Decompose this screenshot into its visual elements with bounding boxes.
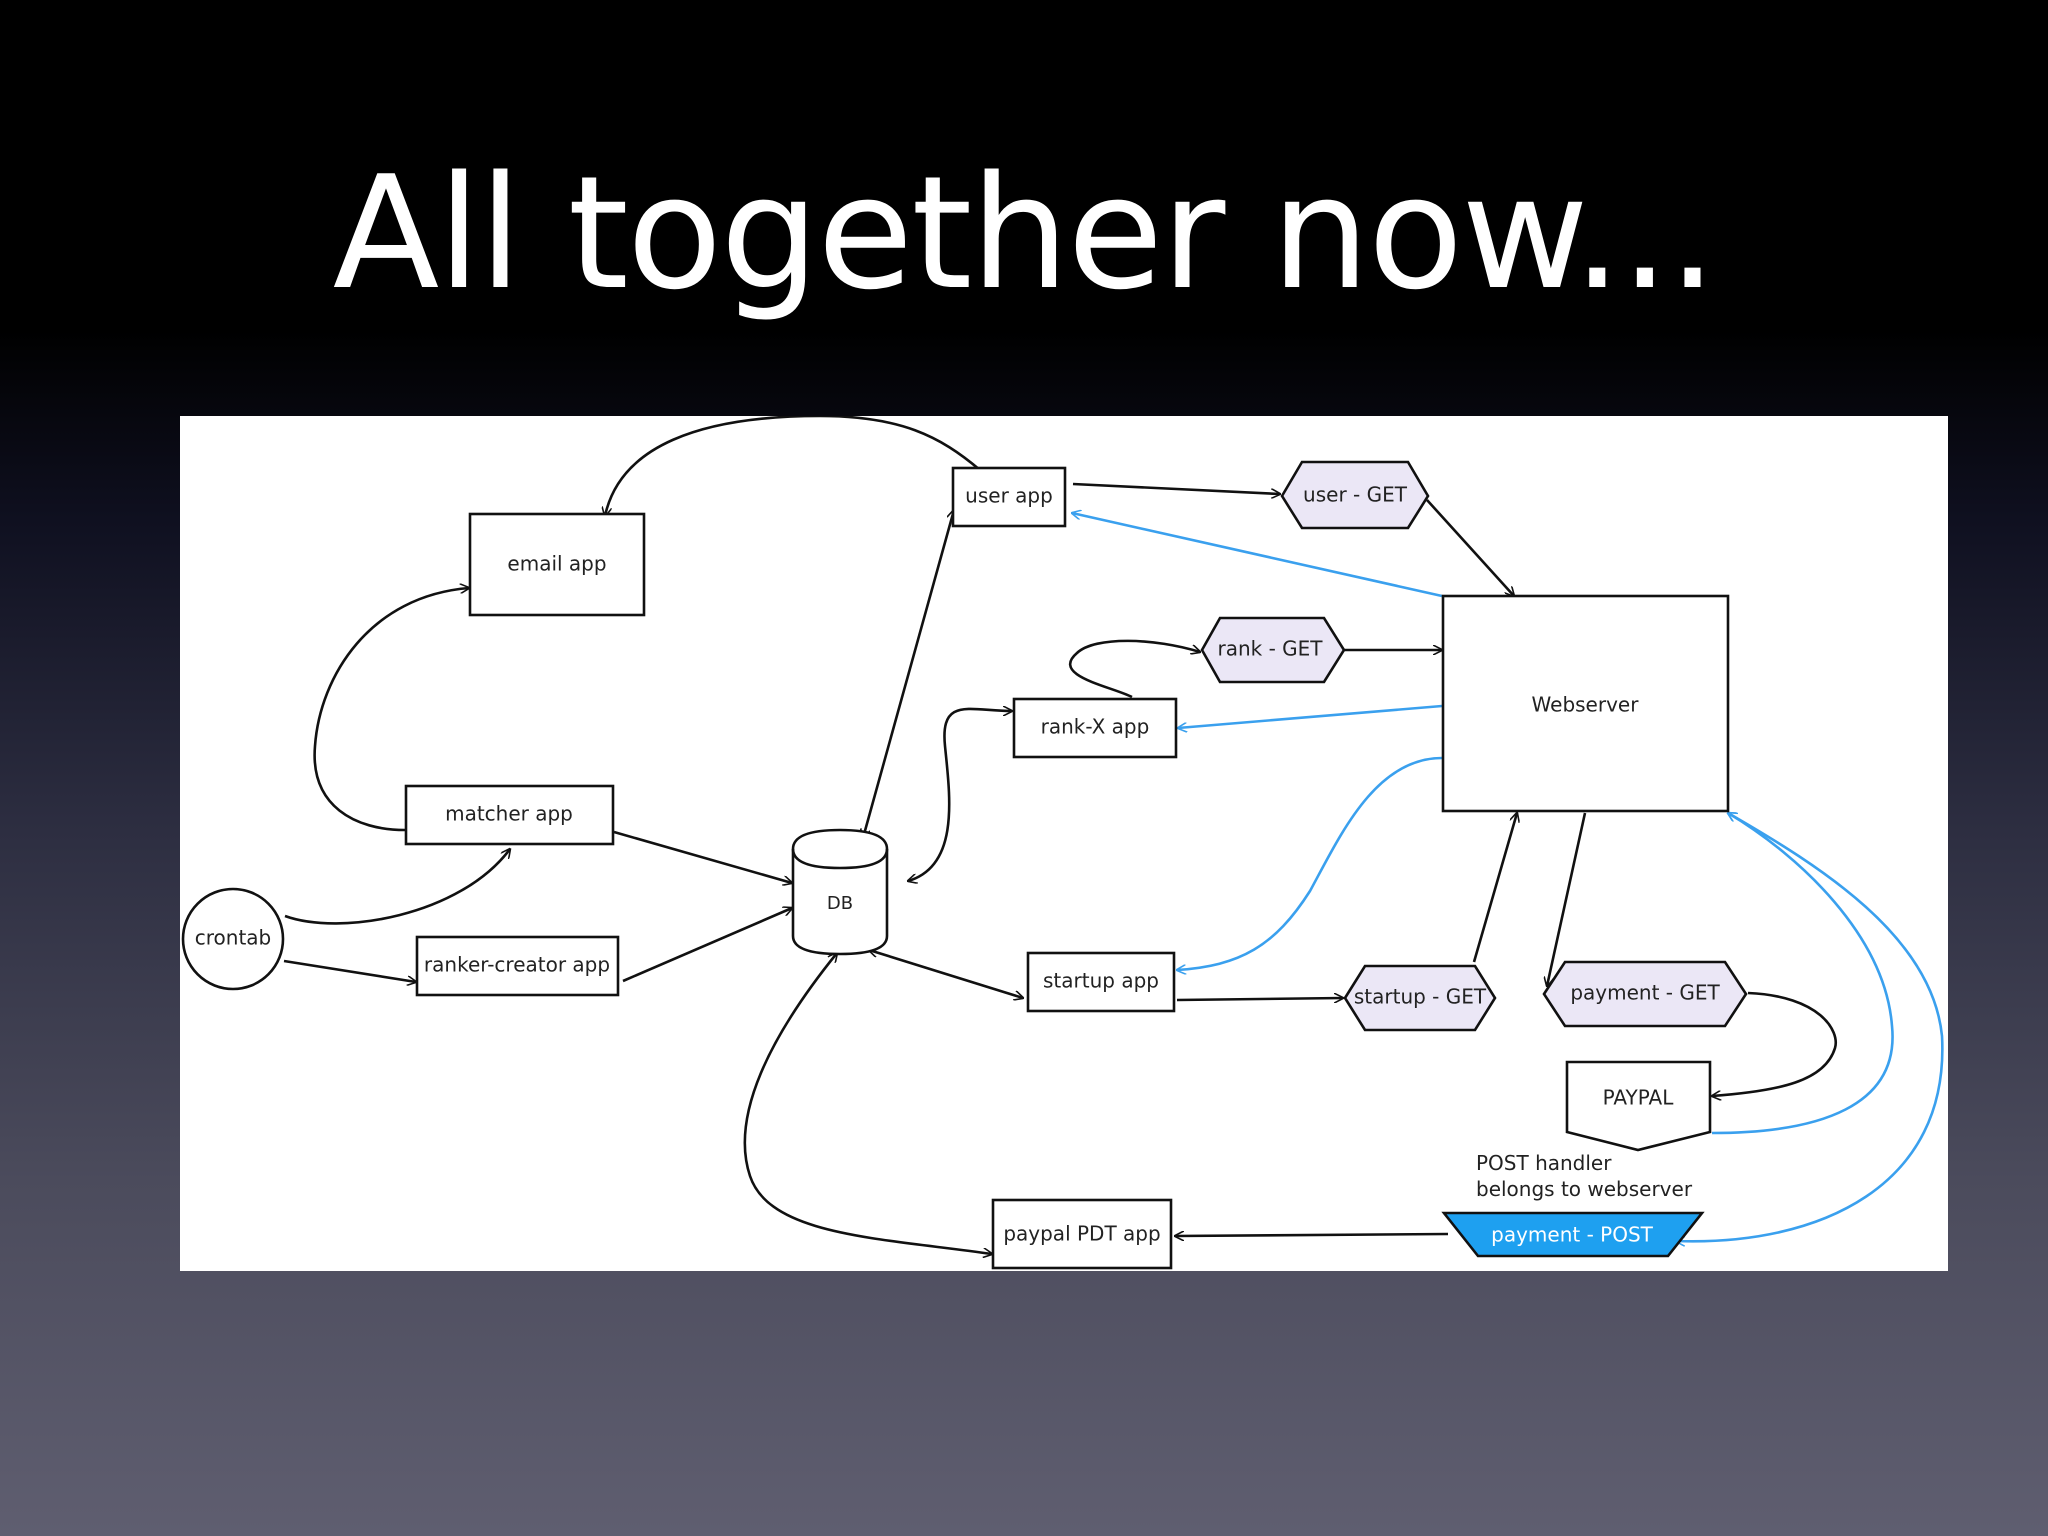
paypal-node: PAYPAL	[1565, 1060, 1712, 1152]
email-app-node: email app	[468, 512, 646, 617]
edge-matcher-app-to-db	[613, 830, 792, 883]
payment-post-label: payment - POST	[1491, 1223, 1654, 1247]
email-app-label: email app	[507, 552, 606, 576]
edge-payment-post-to-paypal-pdt-app	[1175, 1234, 1449, 1236]
startup-get-node: startup - GET	[1343, 964, 1497, 1032]
post-handler-note-line1: POST handler	[1476, 1151, 1612, 1175]
paypal-pdt-app-node: paypal PDT app	[991, 1198, 1173, 1270]
matcher-app-label: matcher app	[445, 802, 573, 826]
payment-post-node: payment - POST	[1441, 1211, 1705, 1258]
paypal-pdt-app-label: paypal PDT app	[1003, 1222, 1160, 1246]
user-get-node: user - GET	[1280, 460, 1430, 530]
payment-get-label: payment - GET	[1570, 981, 1720, 1005]
startup-get-label: startup - GET	[1354, 985, 1487, 1009]
slide-title: All together now...	[332, 142, 1718, 324]
edge-startup-app-to-startup-get	[1176, 998, 1343, 1000]
edge-ranker-creator-app-to-db	[622, 908, 792, 983]
edge-payment-post-to-webserver	[1676, 813, 1944, 1241]
post-handler-note-line2: belongs to webserver	[1476, 1177, 1693, 1201]
user-app-label: user app	[965, 484, 1053, 508]
payment-get-node: payment - GET	[1542, 960, 1748, 1028]
edge-webserver-to-rank-x-app-response	[1178, 704, 1443, 728]
edge-rank-x-app-to-rank-get	[1068, 639, 1200, 699]
rank-x-app-node: rank-X app	[1012, 697, 1178, 759]
diagram-canvas: email app user app user - GET rank - GET…	[181, 416, 1944, 1270]
ranker-creator-app-node: ranker-creator app	[415, 935, 620, 997]
edge-user-app-to-email-app	[605, 416, 981, 516]
matcher-app-node: matcher app	[404, 784, 615, 846]
edge-crontab-to-matcher-app	[284, 849, 510, 925]
edge-webserver-to-user-app-response	[1072, 513, 1443, 598]
architecture-diagram: email app user app user - GET rank - GET…	[180, 416, 1948, 1271]
rank-x-app-label: rank-X app	[1041, 715, 1150, 739]
ranker-creator-app-label: ranker-creator app	[424, 953, 610, 977]
edge-db-paypal-pdt-app	[743, 953, 992, 1254]
edge-db-rank-x-app	[908, 709, 1012, 881]
post-handler-note: POST handler belongs to webserver	[1476, 1151, 1693, 1201]
user-app-node: user app	[951, 466, 1067, 528]
crontab-node: crontab	[181, 887, 285, 991]
startup-app-node: startup app	[1026, 951, 1176, 1013]
edge-webserver-to-payment-get	[1547, 812, 1587, 986]
db-label: DB	[827, 893, 853, 914]
edge-db-user-app	[863, 510, 954, 838]
startup-app-label: startup app	[1043, 969, 1159, 993]
edge-payment-get-to-paypal	[1712, 991, 1838, 1096]
rank-get-label: rank - GET	[1217, 637, 1323, 661]
edge-startup-get-to-webserver	[1472, 813, 1517, 963]
db-node: DB	[791, 828, 889, 956]
edge-user-app-to-user-get	[1072, 482, 1280, 494]
crontab-label: crontab	[195, 926, 271, 950]
webserver-node: Webserver	[1441, 594, 1730, 813]
edge-webserver-to-startup-app-response	[1177, 756, 1443, 970]
edge-user-get-to-webserver	[1426, 499, 1514, 596]
edges	[283, 416, 1944, 1254]
paypal-label: PAYPAL	[1603, 1086, 1675, 1110]
rank-get-node: rank - GET	[1200, 616, 1346, 684]
edge-db-startup-app	[869, 950, 1023, 998]
edge-matcher-app-to-email-app	[313, 588, 469, 832]
edge-crontab-to-ranker-creator-app	[283, 959, 416, 982]
webserver-label: Webserver	[1532, 693, 1640, 717]
user-get-label: user - GET	[1303, 483, 1408, 507]
edge-paypal-to-webserver-return	[1711, 813, 1894, 1135]
